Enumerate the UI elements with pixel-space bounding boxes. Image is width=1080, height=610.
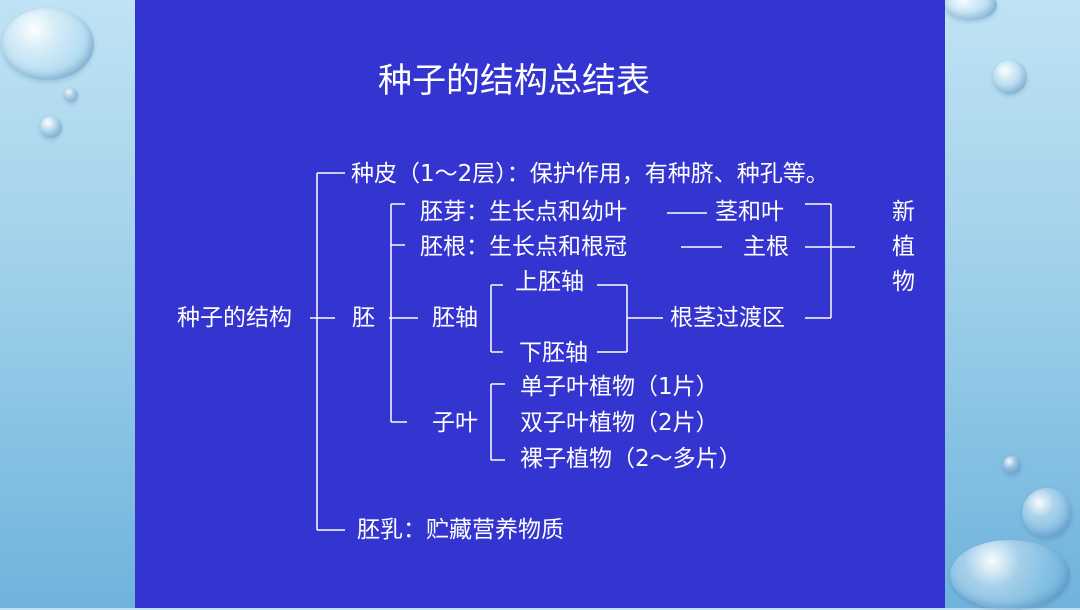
epicotyl-label: 上胚轴 xyxy=(515,269,584,295)
dicot-label: 双子叶植物（2片） xyxy=(520,410,719,436)
radicle-result-label: 主根 xyxy=(743,234,789,260)
water-drop-decoration xyxy=(950,540,1070,610)
bracket-lines xyxy=(310,172,855,531)
slide-title: 种子的结构总结表 xyxy=(378,61,650,101)
water-drop-decoration xyxy=(64,88,78,102)
new-plant-char-1: 新 xyxy=(892,199,915,225)
monocot-label: 单子叶植物（1片） xyxy=(520,374,719,400)
new-plant-char-2: 植 xyxy=(892,234,915,260)
water-drop-decoration xyxy=(993,60,1027,94)
water-drop-decoration xyxy=(2,8,94,80)
water-drop-decoration xyxy=(945,0,997,20)
water-drop-decoration xyxy=(1022,488,1072,538)
plumule-label: 胚芽：生长点和幼叶 xyxy=(420,199,627,225)
cotyledon-label: 子叶 xyxy=(432,410,478,436)
seed-coat-label: 种皮（1～2层）：保护作用，有种脐、种孔等。 xyxy=(351,161,829,187)
endosperm-label: 胚乳：贮藏营养物质 xyxy=(357,517,564,543)
transition-zone-label: 根茎过渡区 xyxy=(670,305,785,331)
water-drop-decoration xyxy=(1003,456,1021,474)
plumule-result-label: 茎和叶 xyxy=(715,199,784,225)
axis-label: 胚轴 xyxy=(432,305,478,331)
radicle-label: 胚根：生长点和根冠 xyxy=(420,234,627,260)
new-plant-char-3: 物 xyxy=(892,269,915,295)
slide: 种子的结构总结表 种子的结构 种皮（1～2层）：保护作用，有种脐、种孔等。 胚 … xyxy=(135,0,945,608)
root-label: 种子的结构 xyxy=(177,305,292,331)
gymnosperm-label: 裸子植物（2～多片） xyxy=(520,446,742,472)
water-drop-decoration xyxy=(40,116,62,138)
hypocotyl-label: 下胚轴 xyxy=(519,340,588,366)
embryo-label: 胚 xyxy=(352,305,375,331)
